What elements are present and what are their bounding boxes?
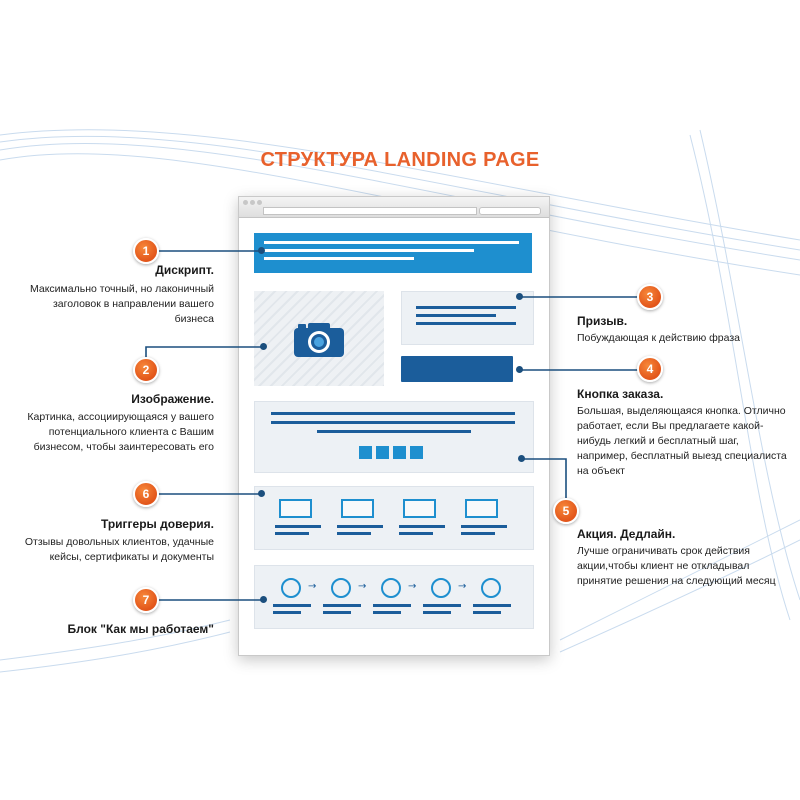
countdown-square <box>410 446 423 459</box>
callout-badge-3: 3 <box>637 284 663 310</box>
text-line <box>423 604 461 607</box>
leader-dot-1 <box>258 247 265 254</box>
window-dot <box>250 200 255 205</box>
arrow-right-icon: → <box>458 581 467 592</box>
how-we-work-block: → → → → <box>254 565 534 629</box>
arrow-right-icon: → <box>308 581 317 592</box>
text-line <box>337 525 383 528</box>
countdown-square <box>359 446 372 459</box>
certificate-frame <box>341 499 374 518</box>
order-button-placeholder <box>401 356 513 382</box>
callout-badge-1: 1 <box>133 238 159 264</box>
countdown-square <box>393 446 406 459</box>
certificate-frame <box>403 499 436 518</box>
callout-badge-2: 2 <box>133 357 159 383</box>
call-to-action-block <box>401 291 534 345</box>
text-line <box>399 525 445 528</box>
browser-toolbar <box>239 197 549 218</box>
callout-desc-2: Картинка, ассоциирующаяся у вашего потен… <box>27 411 214 453</box>
certificate-frame <box>465 499 498 518</box>
text-line <box>275 532 309 535</box>
callout-title-3: Призыв. <box>577 314 628 328</box>
text-line <box>337 532 371 535</box>
text-line <box>473 604 511 607</box>
text-line <box>264 241 519 244</box>
leader-line-5 <box>522 458 567 498</box>
text-line <box>323 604 361 607</box>
callout-badge-4: 4 <box>637 356 663 382</box>
callout-badge-5: 5 <box>553 498 579 524</box>
leader-dot-6 <box>258 490 265 497</box>
text-line <box>416 314 496 317</box>
address-bar <box>263 207 477 215</box>
text-line <box>264 249 474 252</box>
camera-icon <box>294 323 344 357</box>
leader-line-2 <box>145 346 264 370</box>
text-line <box>271 421 515 424</box>
text-line <box>461 532 495 535</box>
callout-title-6: Триггеры доверия. <box>100 517 214 531</box>
step-circle <box>331 578 351 598</box>
diagram-title: СТРУКТУРА LANDING PAGE <box>260 149 540 171</box>
text-line <box>323 611 351 614</box>
certificate-frame <box>279 499 312 518</box>
callout-desc-6: Отзывы довольных клиентов, удачные кейсы… <box>24 536 214 563</box>
text-line <box>473 611 501 614</box>
arrow-right-icon: → <box>358 581 367 592</box>
headline-block <box>254 233 532 273</box>
text-line <box>264 257 414 260</box>
window-dot <box>243 200 248 205</box>
text-line <box>373 604 411 607</box>
text-line <box>423 611 451 614</box>
browser-mockup: → → → → <box>238 196 550 656</box>
callout-desc-1: Максимально точный, но лаконичный заголо… <box>30 283 214 325</box>
text-line <box>271 412 515 415</box>
browser-search-field <box>479 207 541 215</box>
window-dot <box>257 200 262 205</box>
callout-title-5: Акция. Дедлайн. <box>577 527 676 541</box>
text-line <box>275 525 321 528</box>
text-line <box>317 430 471 433</box>
text-line <box>273 604 311 607</box>
step-circle <box>281 578 301 598</box>
text-line <box>273 611 301 614</box>
callout-desc-3: Побуждающая к действию фраза <box>577 332 740 344</box>
step-circle <box>431 578 451 598</box>
text-line <box>461 525 507 528</box>
leader-dot-5 <box>518 455 525 462</box>
callout-title-7: Блок "Как мы работаем" <box>67 622 214 636</box>
leader-dot-4 <box>516 366 523 373</box>
step-circle <box>381 578 401 598</box>
leader-dot-2 <box>260 343 267 350</box>
step-circle <box>481 578 501 598</box>
text-line <box>399 532 433 535</box>
callout-badge-7: 7 <box>133 587 159 613</box>
callout-desc-5: Лучше ограничивать срок действия акции,ч… <box>577 545 776 587</box>
image-placeholder <box>254 291 384 386</box>
countdown-square <box>376 446 389 459</box>
callout-title-4: Кнопка заказа. <box>577 387 664 401</box>
promo-deadline-block <box>254 401 534 473</box>
text-line <box>373 611 401 614</box>
arrow-right-icon: → <box>408 581 417 592</box>
text-line <box>416 322 516 325</box>
text-line <box>416 306 516 309</box>
callout-title-2: Изображение. <box>131 392 214 406</box>
trust-triggers-block <box>254 486 534 550</box>
leader-dot-7 <box>260 596 267 603</box>
callout-desc-4: Большая, выделяющаяся кнопка. Отлично ра… <box>577 405 787 477</box>
leader-dot-3 <box>516 293 523 300</box>
callout-badge-6: 6 <box>133 481 159 507</box>
callout-title-1: Дискрипт. <box>155 263 214 277</box>
